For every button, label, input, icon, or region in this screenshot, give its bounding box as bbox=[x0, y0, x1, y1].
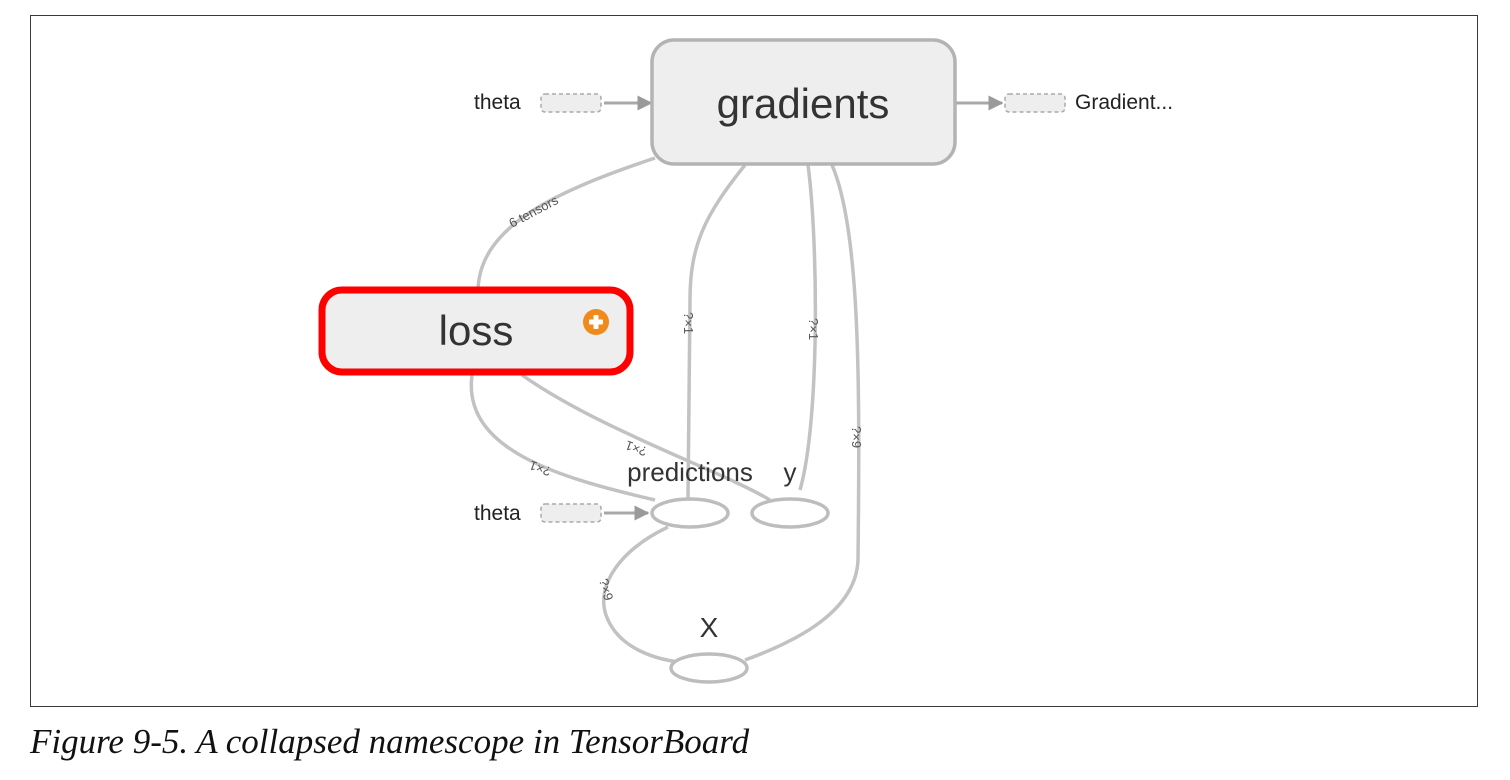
edge-gradients-to-x bbox=[744, 164, 861, 662]
edge-gradients-to-y bbox=[798, 164, 818, 491]
edge-label-predictions-x-shape: ?×9 bbox=[596, 577, 616, 602]
edge-gradients-to-loss bbox=[476, 156, 656, 293]
edge-label-6-tensors: 6 tensors bbox=[506, 192, 561, 231]
edge-label-y-shape: ?×1 bbox=[806, 318, 821, 340]
edge-label-x-shape: ?×9 bbox=[849, 426, 864, 448]
theta-top-label: theta bbox=[474, 91, 521, 114]
gradient-output-stub[interactable] bbox=[1004, 93, 1066, 113]
edge-label-predictions-shape: ?×1 bbox=[681, 312, 696, 334]
expand-plus-icon[interactable] bbox=[583, 309, 609, 335]
edge-gradients-to-predictions bbox=[686, 163, 747, 499]
y-label: y bbox=[784, 457, 797, 487]
x-label: X bbox=[700, 612, 719, 643]
edge-loss-to-y bbox=[520, 373, 771, 502]
y-node[interactable] bbox=[750, 497, 830, 529]
loss-node-label: loss bbox=[439, 307, 514, 354]
x-node[interactable] bbox=[669, 652, 749, 684]
theta-bottom-stub[interactable] bbox=[540, 503, 602, 523]
edge-label-loss-predictions-shape: ?×1 bbox=[527, 458, 553, 480]
theta-top-stub[interactable] bbox=[540, 93, 602, 113]
predictions-label: predictions bbox=[627, 457, 753, 487]
edge-predictions-to-x bbox=[602, 525, 681, 664]
edge-label-loss-y-shape: ?×1 bbox=[623, 438, 649, 460]
gradients-node-label: gradients bbox=[717, 80, 890, 127]
gradient-output-label: Gradient... bbox=[1075, 91, 1173, 114]
figure-caption: Figure 9-5. A collapsed namescope in Ten… bbox=[30, 722, 750, 761]
edge-loss-to-predictions bbox=[469, 374, 656, 502]
predictions-node[interactable] bbox=[650, 497, 730, 529]
loss-node[interactable]: loss bbox=[318, 286, 634, 376]
tensorboard-graph: 6 tensors ?×1 ?×1 ?×9 ?×1 ?×1 ?×9 theta … bbox=[318, 38, 1173, 684]
theta-bottom-label: theta bbox=[474, 502, 521, 525]
gradients-node[interactable]: gradients bbox=[650, 38, 957, 166]
